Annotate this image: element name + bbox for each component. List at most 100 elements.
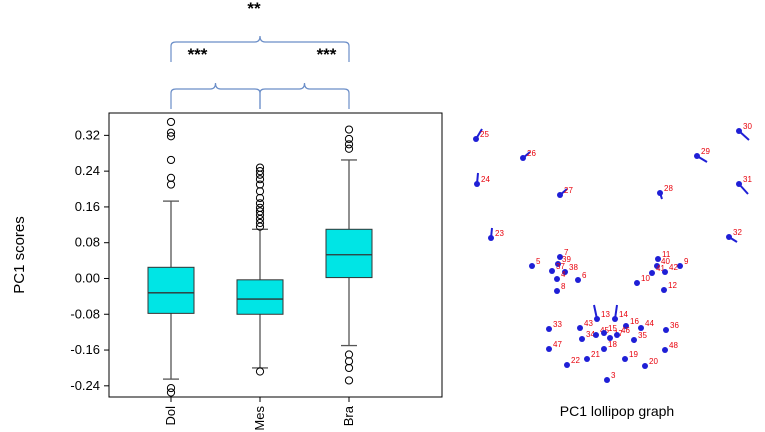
landmark-label: 7: [564, 248, 569, 257]
landmark-dot: [662, 347, 668, 353]
landmark-dot: [604, 377, 610, 383]
outlier-point: [344, 350, 354, 359]
outlier-point: [255, 367, 265, 376]
landmark-label: 26: [527, 149, 536, 158]
box-bra: [325, 125, 373, 385]
landmark-label: 24: [481, 175, 490, 184]
landmark-35: 35: [631, 331, 647, 343]
landmark-dot: [677, 263, 683, 269]
landmark-42: 42: [662, 263, 678, 275]
landmark-label: 44: [645, 319, 654, 328]
landmark-dot: [562, 269, 568, 275]
landmark-dot: [634, 280, 640, 286]
landmark-label: 48: [669, 341, 678, 350]
landmark-label: 21: [591, 350, 600, 359]
landmark-label: 9: [684, 257, 689, 266]
landmark-15: 15: [601, 324, 617, 336]
landmark-30: 30: [736, 122, 752, 141]
landmark-label: 36: [670, 321, 679, 330]
significance-label: **: [247, 0, 261, 18]
y-tick-label: -0.24: [70, 378, 100, 393]
landmark-dot: [614, 332, 620, 338]
landmark-5: 5: [529, 257, 541, 269]
landmark-label: 41: [656, 264, 665, 273]
landmark-label: 27: [564, 186, 573, 195]
landmark-dot: [663, 327, 669, 333]
landmark-12: 12: [661, 281, 677, 293]
landmark-dot: [579, 336, 585, 342]
landmark-dot: [554, 276, 560, 282]
landmark-dot: [601, 330, 607, 336]
landmark-dot: [601, 346, 607, 352]
landmark-dot: [657, 190, 663, 196]
landmark-dot: [662, 269, 668, 275]
landmark-6: 6: [575, 271, 587, 283]
landmark-dot: [736, 181, 742, 187]
landmark-label: 4: [561, 270, 566, 279]
bracket-dol-mes: [170, 82, 261, 109]
landmark-3: 3: [604, 371, 616, 383]
y-tick-label: -0.16: [70, 342, 100, 357]
outlier-point: [344, 357, 354, 366]
box-iqr: [147, 266, 195, 314]
landmark-label: 28: [664, 184, 673, 193]
landmark-dot: [593, 332, 599, 338]
outlier-point: [344, 140, 354, 149]
landmark-dot: [554, 288, 560, 294]
landmark-label: 8: [561, 282, 566, 291]
landmark-24: 24: [474, 172, 490, 187]
landmark-dot: [577, 325, 583, 331]
landmark-label: 15: [608, 324, 617, 333]
landmark-7: 7: [557, 248, 569, 260]
landmark-36: 36: [663, 321, 679, 333]
landmark-34: 34: [579, 330, 595, 342]
landmark-29: 29: [694, 147, 710, 163]
outlier-point: [255, 218, 265, 228]
outlier-point: [255, 167, 265, 176]
landmark-dot: [549, 268, 555, 274]
landmark-dot: [607, 335, 613, 341]
landmark-dot: [694, 153, 700, 159]
y-tick-label: 0.16: [75, 199, 100, 214]
landmark-dot: [726, 234, 732, 240]
landmark-dot: [661, 287, 667, 293]
landmark-39: 39: [555, 255, 571, 267]
outlier-point: [255, 187, 265, 196]
plot-frame: [108, 112, 443, 398]
landmark-dot: [575, 277, 581, 283]
landmark-label: 47: [553, 340, 562, 349]
outlier-point: [166, 155, 176, 165]
landmark-8: 8: [554, 282, 566, 294]
outlier-point: [344, 144, 354, 153]
landmark-37: 37: [549, 262, 565, 274]
x-tick-label: Dol: [163, 406, 178, 426]
landmark-11: 11: [655, 250, 671, 262]
landmark-label: 33: [553, 320, 562, 329]
landmark-label: 11: [662, 250, 671, 259]
outlier-point: [166, 173, 176, 182]
landmark-label: 16: [630, 317, 639, 326]
landmark-dot: [555, 261, 561, 267]
landmark-label: 13: [601, 310, 610, 319]
outlier-point: [255, 193, 265, 203]
x-tick-label: Bra: [341, 405, 356, 426]
landmark-28: 28: [657, 184, 673, 200]
landmark-13: 13: [593, 304, 610, 322]
y-tick-label: 0.08: [75, 235, 100, 250]
outlier-point: [166, 388, 176, 397]
landmark-label: 10: [641, 274, 650, 283]
outlier-point: [255, 210, 265, 220]
landmark-dot: [594, 316, 600, 322]
landmark-dot: [546, 346, 552, 352]
significance-brackets: ********: [170, 0, 350, 109]
landmark-dot: [473, 136, 479, 142]
landmark-label: 37: [556, 262, 565, 271]
landmark-dot: [649, 270, 655, 276]
landmark-19: 19: [622, 350, 638, 362]
landmark-38: 38: [562, 263, 578, 275]
landmark-dot: [584, 356, 590, 362]
landmark-18: 18: [601, 340, 617, 352]
landmark-label: 5: [536, 257, 541, 266]
